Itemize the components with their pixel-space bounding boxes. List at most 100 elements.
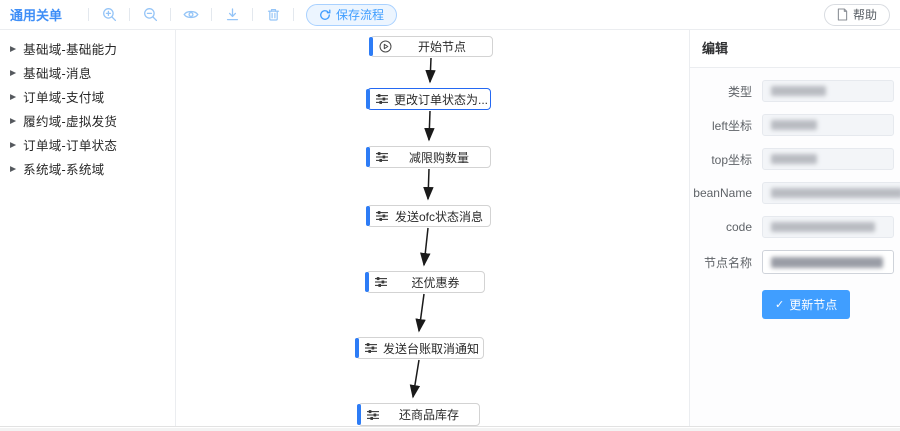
node-label: 更改订单状态为... bbox=[394, 92, 489, 107]
bottom-strip bbox=[0, 428, 900, 431]
chevron-right-icon: ▶ bbox=[10, 91, 17, 101]
flow-edge bbox=[415, 293, 426, 333]
redacted-value bbox=[771, 256, 883, 268]
node-label: 还优惠券 bbox=[411, 275, 460, 290]
node-label: 发送ofc状态消息 bbox=[394, 209, 483, 224]
toolbar-divider bbox=[293, 8, 295, 21]
main-area: ▶ 基础域-基础能力 ▶ 基础域-消息 ▶ 订单域-支付域 ▶ 履约域-虚拟发货 ▶ 订单域-订单… bbox=[0, 30, 900, 427]
chevron-right-icon: ▶ bbox=[10, 139, 17, 149]
flow-canvas[interactable]: 开始节点更改订单状态为... 减限购数量发送ofc状态消息还优惠券发送台账取消通知… bbox=[176, 30, 689, 426]
save-flow-label: 保存流程 bbox=[336, 8, 385, 22]
node-accent-stripe bbox=[366, 89, 370, 109]
field-row: code bbox=[690, 216, 894, 238]
sidebar-item[interactable]: ▶ 基础域-消息 bbox=[0, 60, 175, 84]
chevron-right-icon: ▶ bbox=[10, 115, 17, 125]
chevron-right-icon: ▶ bbox=[10, 67, 17, 77]
toolbar-divider bbox=[170, 8, 172, 21]
field-label: left坐标 bbox=[711, 118, 752, 133]
field-input-disabled bbox=[762, 216, 894, 238]
node-accent-stripe bbox=[366, 206, 370, 226]
sidebar-item[interactable]: ▶ 订单域-订单状态 bbox=[0, 132, 175, 156]
flow-node[interactable]: 发送ofc状态消息 bbox=[366, 205, 491, 227]
flow-node[interactable]: 发送台账取消通知 bbox=[355, 337, 484, 359]
field-label: 类型 bbox=[727, 84, 752, 99]
update-button-row: ✓更新节点 bbox=[762, 290, 894, 319]
field-input-disabled bbox=[762, 114, 894, 136]
redacted-value bbox=[771, 188, 900, 198]
download-icon[interactable] bbox=[224, 7, 240, 23]
sidebar-item-label: 基础域-基础能力 bbox=[23, 42, 118, 57]
node-accent-stripe bbox=[365, 272, 369, 292]
field-input[interactable] bbox=[762, 250, 894, 274]
sidebar-item-label: 系统域-系统域 bbox=[23, 162, 105, 177]
chevron-right-icon: ▶ bbox=[10, 163, 17, 173]
sliders-icon bbox=[365, 342, 377, 354]
sliders-icon bbox=[375, 276, 387, 288]
edit-panel-title: 编辑 bbox=[702, 41, 729, 56]
flow-node[interactable]: 开始节点 bbox=[369, 36, 493, 57]
flow-edge bbox=[424, 110, 435, 142]
toolbar-divider bbox=[129, 8, 131, 21]
trash-icon[interactable] bbox=[265, 7, 281, 23]
edit-panel: 编辑 类型 left坐标 top坐标 beanName code 节点名称 ✓更新节点 bbox=[689, 30, 900, 426]
sidebar-item[interactable]: ▶ 基础域-基础能力 bbox=[0, 36, 175, 60]
flow-node[interactable]: 还优惠券 bbox=[365, 271, 485, 293]
flow-node[interactable]: 更改订单状态为... bbox=[366, 88, 491, 110]
zoom-in-icon[interactable] bbox=[101, 7, 117, 23]
field-row: left坐标 bbox=[690, 114, 894, 136]
sidebar-item[interactable]: ▶ 系统域-系统域 bbox=[0, 156, 175, 180]
edit-panel-header: 编辑 bbox=[690, 30, 900, 68]
node-accent-stripe bbox=[366, 147, 370, 167]
flow-edge bbox=[420, 227, 431, 267]
sidebar-item-label: 基础域-消息 bbox=[23, 66, 92, 81]
field-input-disabled bbox=[762, 148, 894, 170]
update-node-button[interactable]: ✓更新节点 bbox=[762, 290, 851, 319]
preview-eye-icon[interactable] bbox=[183, 7, 199, 23]
page-title: 通用关单 bbox=[10, 8, 63, 23]
chevron-right-icon: ▶ bbox=[10, 43, 17, 53]
toolbar-divider bbox=[252, 8, 254, 21]
sidebar-item-label: 履约域-虚拟发货 bbox=[23, 114, 118, 129]
save-flow-button[interactable]: 保存流程 bbox=[306, 3, 398, 26]
redacted-value bbox=[771, 154, 817, 164]
sidebar-item-label: 订单域-订单状态 bbox=[23, 138, 118, 153]
flow-node[interactable]: 还商品库存 bbox=[357, 403, 480, 426]
flow-edge bbox=[423, 168, 434, 201]
node-label: 开始节点 bbox=[417, 40, 466, 54]
field-label: beanName bbox=[693, 186, 752, 200]
redacted-value bbox=[771, 120, 817, 130]
field-label: top坐标 bbox=[711, 152, 752, 167]
help-button[interactable]: 帮助 bbox=[823, 3, 890, 26]
field-label: 节点名称 bbox=[703, 255, 752, 270]
sidebar-item-label: 订单域-支付域 bbox=[23, 90, 105, 105]
refresh-icon bbox=[319, 9, 331, 21]
sliders-icon bbox=[376, 93, 388, 105]
help-label: 帮助 bbox=[852, 8, 877, 22]
node-accent-stripe bbox=[357, 404, 361, 425]
toolbar-divider bbox=[211, 8, 213, 21]
play-circle-icon bbox=[379, 40, 392, 53]
sliders-icon bbox=[376, 210, 388, 222]
field-row: beanName bbox=[690, 182, 900, 204]
node-accent-stripe bbox=[369, 37, 373, 56]
redacted-value bbox=[771, 222, 875, 232]
node-accent-stripe bbox=[355, 338, 359, 358]
sidebar-item[interactable]: ▶ 订单域-支付域 bbox=[0, 84, 175, 108]
node-label: 还商品库存 bbox=[398, 408, 459, 422]
flow-node[interactable]: 减限购数量 bbox=[366, 146, 491, 168]
field-input-disabled bbox=[762, 80, 894, 102]
field-row: 类型 bbox=[690, 80, 894, 102]
node-label: 减限购数量 bbox=[408, 150, 469, 165]
update-node-label: 更新节点 bbox=[789, 298, 838, 312]
field-row: top坐标 bbox=[690, 148, 894, 170]
node-label: 发送台账取消通知 bbox=[383, 341, 480, 356]
toolbar: 通用关单 bbox=[0, 0, 900, 30]
zoom-out-icon[interactable] bbox=[142, 7, 158, 23]
field-input-disabled bbox=[762, 182, 900, 204]
sliders-icon bbox=[367, 409, 379, 421]
field-label: code bbox=[725, 220, 752, 234]
sidebar-item[interactable]: ▶ 履约域-虚拟发货 bbox=[0, 108, 175, 132]
redacted-value bbox=[771, 86, 826, 96]
edge-layer bbox=[409, 57, 436, 399]
sliders-icon bbox=[376, 151, 388, 163]
